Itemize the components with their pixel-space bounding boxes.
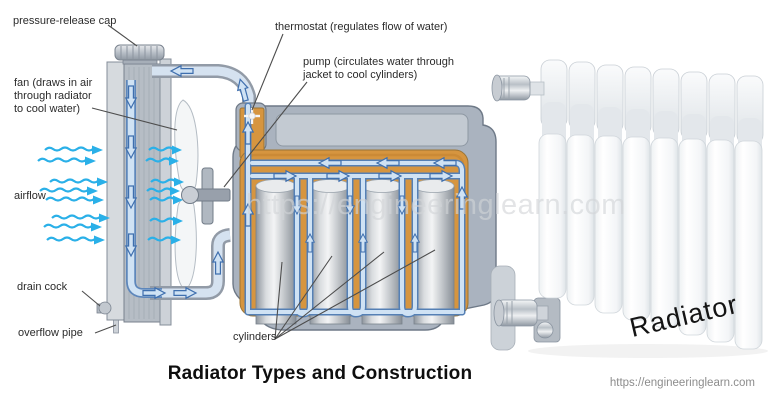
valve-cover [275, 113, 469, 147]
home-radiator [490, 59, 768, 358]
cylinder-3 [361, 179, 403, 325]
label-pump: pump (circulates water through jacket to… [303, 56, 455, 81]
label-thermostat: thermostat (regulates flow of water) [275, 21, 448, 33]
label-drain-cock: drain cock [17, 281, 68, 293]
radiator-front-panels [538, 133, 763, 350]
label-pressure-release-cap: pressure-release cap [13, 15, 117, 27]
label-cylinders: cylinders [233, 331, 277, 343]
label-airflow: airflow [14, 190, 46, 202]
page-title: Radiator Types and Construction [167, 363, 473, 384]
footer-url: https://engineeringlearn.com [609, 377, 755, 389]
cylinder-1 [255, 179, 297, 325]
drain-cock [96, 301, 112, 315]
radiator-valve-bottom [493, 299, 554, 339]
pressure-cap [114, 44, 165, 61]
cylinders [255, 179, 455, 325]
radiator-valve-top [491, 74, 545, 102]
top-hose [152, 64, 256, 114]
leader-lines [81, 24, 436, 340]
label-fan: fan (draws in air through radiator to co… [14, 77, 93, 115]
cylinder-2 [309, 179, 351, 325]
thermostat-valve-icon [244, 108, 260, 124]
fan-hub-and-shaft [181, 167, 231, 225]
airflow-arrows-left [36, 144, 112, 246]
radiator-back-panel [106, 61, 125, 321]
label-overflow-pipe: overflow pipe [18, 327, 83, 339]
cylinder-4 [413, 179, 455, 325]
bottom-hose [150, 228, 231, 300]
